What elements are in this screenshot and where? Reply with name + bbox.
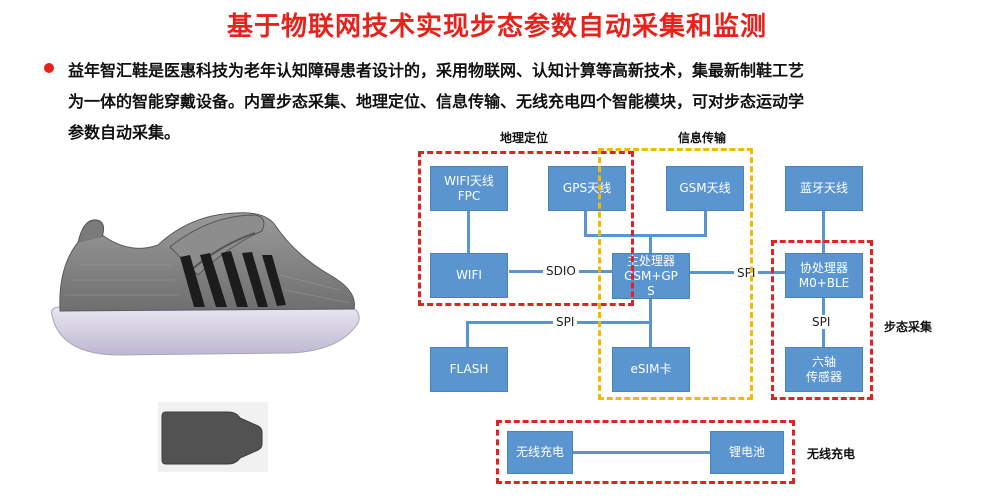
- sensor-block: 六轴 传感器: [785, 347, 863, 392]
- info-transfer-label: 信息传输: [678, 131, 727, 145]
- paragraph-line-1: 益年智汇鞋是医惠科技为老年认知障碍患者设计的，采用物联网、认知计算等高新技术，集…: [68, 61, 805, 80]
- main-processor-block: 主处理器 GSM+GP S: [612, 253, 690, 299]
- flash-block: FLASH: [430, 347, 508, 392]
- wifi-block: WIFI: [430, 253, 508, 298]
- link-gps-down: [584, 210, 587, 236]
- link-charge-to-battery: [572, 451, 710, 454]
- intro-paragraph: 益年智汇鞋是医惠科技为老年认知障碍患者设计的，采用物联网、认知计算等高新技术，集…: [68, 55, 968, 148]
- link-bt-to-coproc: [822, 210, 825, 254]
- wireless-charge-block: 无线充电: [507, 431, 573, 474]
- link-bus-to-main: [649, 234, 652, 254]
- link-gsm-down: [704, 210, 707, 236]
- gsm-antenna-block: GSM天线: [666, 166, 744, 211]
- geo-location-label: 地理定位: [500, 131, 549, 145]
- info-transfer-group: [598, 148, 753, 400]
- chip-module-image: [158, 402, 268, 472]
- wireless-charge-group: [496, 420, 795, 484]
- bluetooth-antenna-block: 蓝牙天线: [785, 166, 863, 211]
- page-title: 基于物联网技术实现步态参数自动采集和监测: [226, 12, 767, 42]
- coprocessor-block: 协处理器 M0+BLE: [785, 253, 863, 298]
- spi-sensor-label: SPI: [809, 315, 834, 329]
- bullet-dot: [44, 63, 54, 73]
- link-flash-down: [466, 321, 469, 348]
- spi-flash-label: SPI: [553, 315, 578, 329]
- esim-block: eSIM卡: [612, 347, 690, 392]
- smart-shoe-image: [51, 212, 360, 356]
- wifi-antenna-block: WIFI天线 FPC: [430, 166, 508, 211]
- sdio-label: SDIO: [543, 264, 579, 278]
- link-wifi-antenna-to-wifi: [467, 210, 470, 254]
- paragraph-line-3: 参数自动采集。: [68, 123, 181, 142]
- gait-collection-group: [771, 240, 873, 400]
- paragraph-line-2: 为一体的智能穿戴设备。内置步态采集、地理定位、信息传输、无线充电四个智能模块，可…: [68, 92, 805, 111]
- wireless-charge-label: 无线充电: [807, 447, 856, 461]
- gait-collection-label: 步态采集: [884, 320, 933, 334]
- link-antenna-bus: [584, 234, 707, 237]
- battery-block: 锂电池: [710, 431, 784, 474]
- geo-location-group: [418, 151, 634, 306]
